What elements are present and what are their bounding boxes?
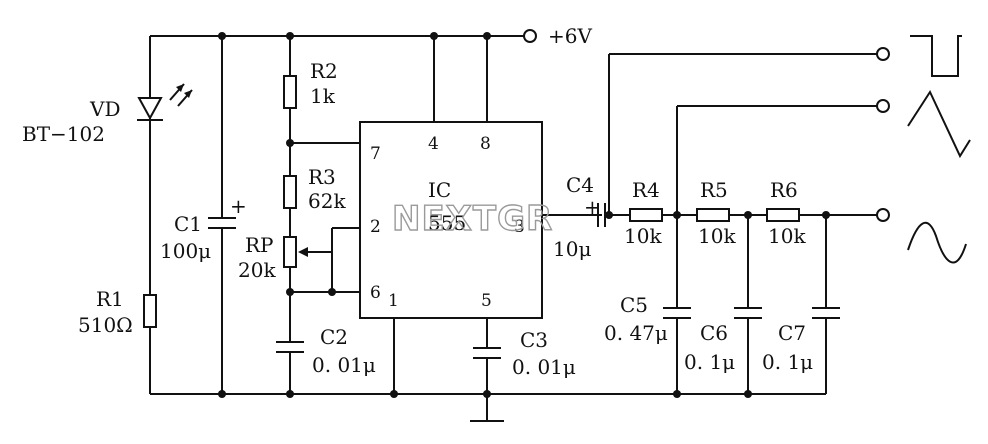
ic-pin-2: 2 — [370, 217, 381, 237]
r3-label: R3 — [308, 165, 336, 189]
c6-label: C6 — [700, 321, 728, 345]
rp-label: RP — [245, 233, 274, 257]
c4-label: C4 — [566, 173, 594, 197]
c3-value: 0. 01μ — [512, 355, 576, 379]
c6-value: 0. 1μ — [684, 350, 735, 374]
photodiode-vd — [137, 83, 193, 128]
resistor-r4 — [629, 208, 663, 222]
junctions — [218, 32, 830, 398]
ic-555 — [359, 121, 543, 319]
supply-terminal — [523, 29, 537, 43]
r1-label: R1 — [96, 287, 124, 311]
ic-pin-4: 4 — [428, 134, 439, 154]
c5-value: 0. 47μ — [604, 321, 668, 345]
vd-label: VD — [89, 97, 120, 121]
r4-label: R4 — [632, 178, 660, 202]
c7-value: 0. 1μ — [762, 350, 813, 374]
r1-value: 510Ω — [78, 313, 133, 337]
ic-pin-3: 3 — [514, 217, 525, 237]
c4-value: 10μ — [553, 237, 591, 261]
c1-label: C1 — [174, 212, 202, 236]
sine-wave-icon — [907, 221, 967, 264]
ic-part: 555 — [428, 211, 466, 235]
ic-pin-6: 6 — [370, 283, 381, 303]
capacitor-c3 — [473, 347, 501, 359]
r2-value: 1k — [310, 84, 336, 108]
c3-label: C3 — [520, 328, 548, 352]
ic-pin-7: 7 — [370, 144, 381, 164]
r6-value: 10k — [768, 224, 806, 248]
supply-label: +6V — [548, 24, 592, 48]
resistor-r5 — [696, 208, 730, 222]
r4-value: 10k — [624, 224, 662, 248]
resistor-r2 — [283, 75, 297, 109]
c2-label: C2 — [320, 325, 348, 349]
c1-value: 100μ — [160, 239, 211, 263]
capacitor-c7 — [812, 307, 840, 319]
ic-pin-1: 1 — [388, 291, 399, 311]
resistor-r6 — [766, 208, 800, 222]
r2-label: R2 — [310, 59, 338, 83]
capacitor-c1 — [208, 217, 236, 229]
c7-label: C7 — [778, 321, 806, 345]
watermark: NEXTGR — [392, 199, 553, 239]
ic-pin-5: 5 — [481, 291, 492, 311]
sine-output-terminal — [876, 208, 890, 222]
r5-value: 10k — [698, 224, 736, 248]
triangle-output-terminal — [876, 99, 890, 113]
ic-pin-8: 8 — [480, 134, 491, 154]
triangle-wave-icon — [907, 89, 971, 159]
vd-value: BT−102 — [22, 122, 105, 146]
rp-value: 20k — [238, 258, 276, 282]
c1-polarity: + — [230, 194, 247, 218]
r5-label: R5 — [700, 178, 728, 202]
wiper-arrow-icon — [298, 247, 308, 257]
ic-name: IC — [428, 178, 451, 202]
square-output-terminal — [876, 47, 890, 61]
resistor-r1 — [143, 294, 157, 328]
r3-value: 62k — [308, 189, 346, 213]
resistor-r3 — [283, 175, 297, 209]
capacitor-c6 — [734, 307, 762, 319]
capacitor-c2 — [276, 341, 304, 353]
r6-label: R6 — [770, 178, 798, 202]
potentiometer-rp — [283, 236, 297, 268]
wires — [149, 35, 877, 422]
square-wave-icon — [910, 35, 962, 77]
capacitor-c5 — [663, 307, 691, 319]
c2-value: 0. 01μ — [312, 353, 376, 377]
c5-label: C5 — [620, 293, 648, 317]
c4-polarity: + — [584, 195, 601, 219]
capacitor-c4 — [597, 203, 606, 227]
